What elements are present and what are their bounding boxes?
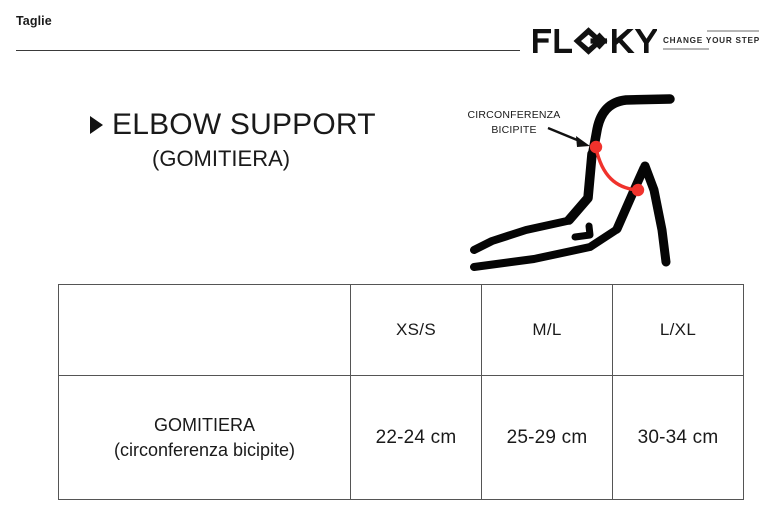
- size-value-m-l: 25-29 cm: [481, 375, 613, 500]
- tagline-rule-bottom: [663, 48, 709, 50]
- row-label-main: GOMITIERA: [153, 414, 255, 435]
- arm-diagram-icon: [470, 94, 675, 271]
- floky-wordmark-icon: [533, 27, 657, 55]
- arm-illustration: CIRCONFERENZA BICIPITE: [430, 80, 760, 275]
- size-value-label: 25-29 cm: [506, 426, 588, 448]
- product-title-row: ELBOW SUPPORT: [90, 108, 390, 142]
- table-row: GOMITIERA (circonferenza bicipite) 22-24…: [58, 375, 744, 500]
- table-header-row: XS/S M/L L/XL: [58, 284, 744, 376]
- product-title-block: ELBOW SUPPORT (GOMITIERA): [90, 108, 390, 172]
- column-header-m-l: M/L: [481, 284, 613, 376]
- size-chart-table: XS/S M/L L/XL GOMITIERA (circonferenza b…: [58, 284, 744, 500]
- size-value-xs-s: 22-24 cm: [350, 375, 482, 500]
- row-label-cell: GOMITIERA (circonferenza bicipite): [58, 375, 351, 500]
- brand-tagline: CHANGE YOUR STEP: [663, 35, 760, 45]
- table-corner-cell: [58, 284, 351, 376]
- size-value-label: 30-34 cm: [637, 426, 719, 448]
- size-value-label: 22-24 cm: [375, 426, 457, 448]
- product-name: ELBOW SUPPORT: [112, 108, 376, 141]
- brand-logo: CHANGE YOUR STEP: [533, 24, 759, 68]
- header-divider: [16, 50, 520, 51]
- column-header-l-xl: L/XL: [612, 284, 744, 376]
- column-header-label: L/XL: [659, 320, 697, 339]
- measurement-annotation-label: CIRCONFERENZA BICIPITE: [444, 108, 584, 138]
- triangle-right-icon: [90, 116, 103, 134]
- product-name-translation: (GOMITIERA): [152, 146, 291, 171]
- size-value-l-xl: 30-34 cm: [612, 375, 744, 500]
- annotation-line-2: BICIPITE: [491, 124, 537, 136]
- tagline-rule-top: [707, 30, 759, 32]
- column-header-label: XS/S: [396, 320, 436, 339]
- page-title: Taglie: [16, 14, 52, 28]
- annotation-line-1: CIRCONFERENZA: [467, 109, 561, 121]
- column-header-xs-s: XS/S: [350, 284, 482, 376]
- brand-tagline-block: CHANGE YOUR STEP: [663, 30, 759, 50]
- column-header-label: M/L: [532, 320, 562, 339]
- row-label-sub: (circonferenza bicipite): [113, 439, 296, 460]
